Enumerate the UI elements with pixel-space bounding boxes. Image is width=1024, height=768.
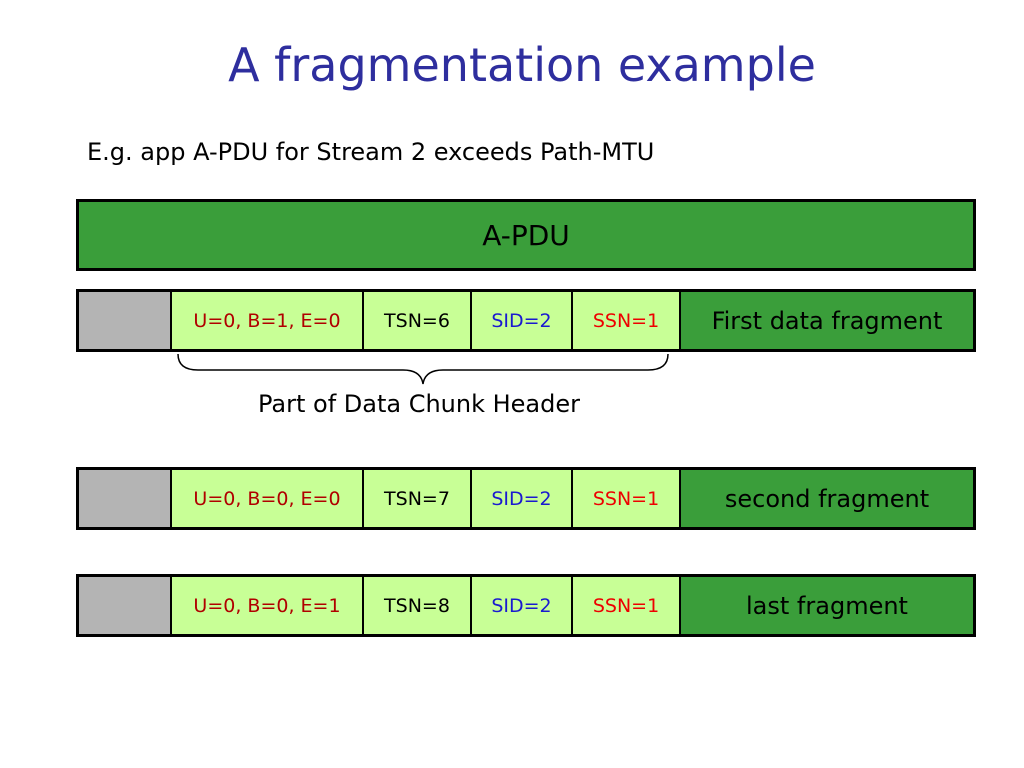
- fragment-row-second: U=0, B=0, E=0 TSN=7 SID=2 SSN=1 second f…: [76, 467, 976, 530]
- flags-cell: U=0, B=0, E=0: [172, 470, 364, 527]
- sid-cell: SID=2: [472, 292, 573, 349]
- fragment-label: last fragment: [681, 577, 973, 634]
- gray-block: [79, 292, 172, 349]
- header-brace: [177, 353, 669, 385]
- flags-cell: U=0, B=0, E=1: [172, 577, 364, 634]
- slide-subtitle: E.g. app A-PDU for Stream 2 exceeds Path…: [87, 138, 655, 166]
- ssn-cell: SSN=1: [573, 577, 681, 634]
- fragment-label: second fragment: [681, 470, 973, 527]
- ssn-cell: SSN=1: [573, 292, 681, 349]
- fragment-label: First data fragment: [681, 292, 973, 349]
- apdu-block: A-PDU: [76, 199, 976, 271]
- header-brace-label: Part of Data Chunk Header: [258, 390, 581, 418]
- gray-block: [79, 577, 172, 634]
- fragment-row-first: U=0, B=1, E=0 TSN=6 SID=2 SSN=1 First da…: [76, 289, 976, 352]
- tsn-cell: TSN=6: [364, 292, 472, 349]
- slide-title: A fragmentation example: [228, 38, 816, 92]
- fragment-row-last: U=0, B=0, E=1 TSN=8 SID=2 SSN=1 last fra…: [76, 574, 976, 637]
- sid-cell: SID=2: [472, 470, 573, 527]
- ssn-cell: SSN=1: [573, 470, 681, 527]
- flags-cell: U=0, B=1, E=0: [172, 292, 364, 349]
- tsn-cell: TSN=7: [364, 470, 472, 527]
- sid-cell: SID=2: [472, 577, 573, 634]
- tsn-cell: TSN=8: [364, 577, 472, 634]
- gray-block: [79, 470, 172, 527]
